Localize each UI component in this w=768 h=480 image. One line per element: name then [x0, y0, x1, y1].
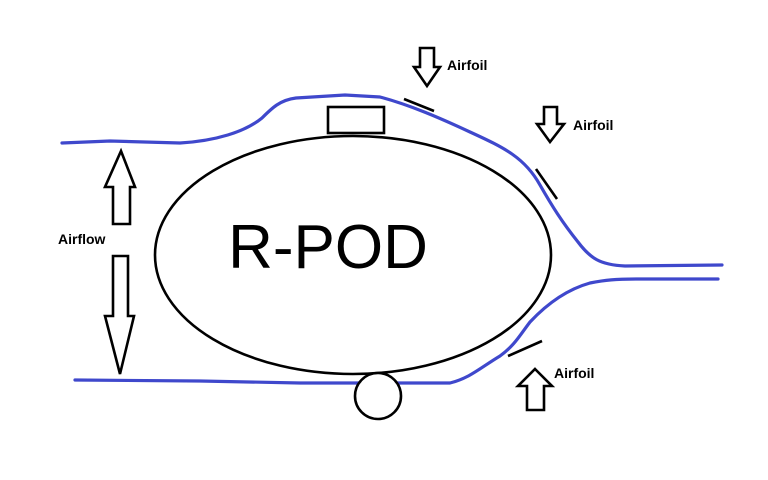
up-arrow-icon	[514, 367, 556, 412]
upper-airflow-line	[60, 93, 724, 268]
pod-label: R-POD	[228, 213, 428, 282]
pod-body	[153, 134, 553, 376]
down-arrow-icon	[411, 46, 443, 89]
bottom-wheel	[353, 371, 403, 421]
down-arrow-icon	[103, 254, 136, 375]
up-arrow-icon	[102, 147, 137, 226]
airfoil-segment-right	[534, 168, 559, 200]
airfoil-label-2: Airfoil	[573, 117, 613, 133]
airfoil-segment-top	[403, 97, 435, 113]
airfoil-label-1: Airfoil	[447, 57, 487, 73]
airfoil-label-3: Airfoil	[554, 365, 594, 381]
airflow-label: Airflow	[58, 231, 106, 247]
down-arrow-icon	[534, 105, 567, 145]
top-fitting	[326, 105, 386, 135]
airfoil-segment-bottom	[507, 339, 543, 358]
lower-airflow-line	[73, 277, 720, 385]
